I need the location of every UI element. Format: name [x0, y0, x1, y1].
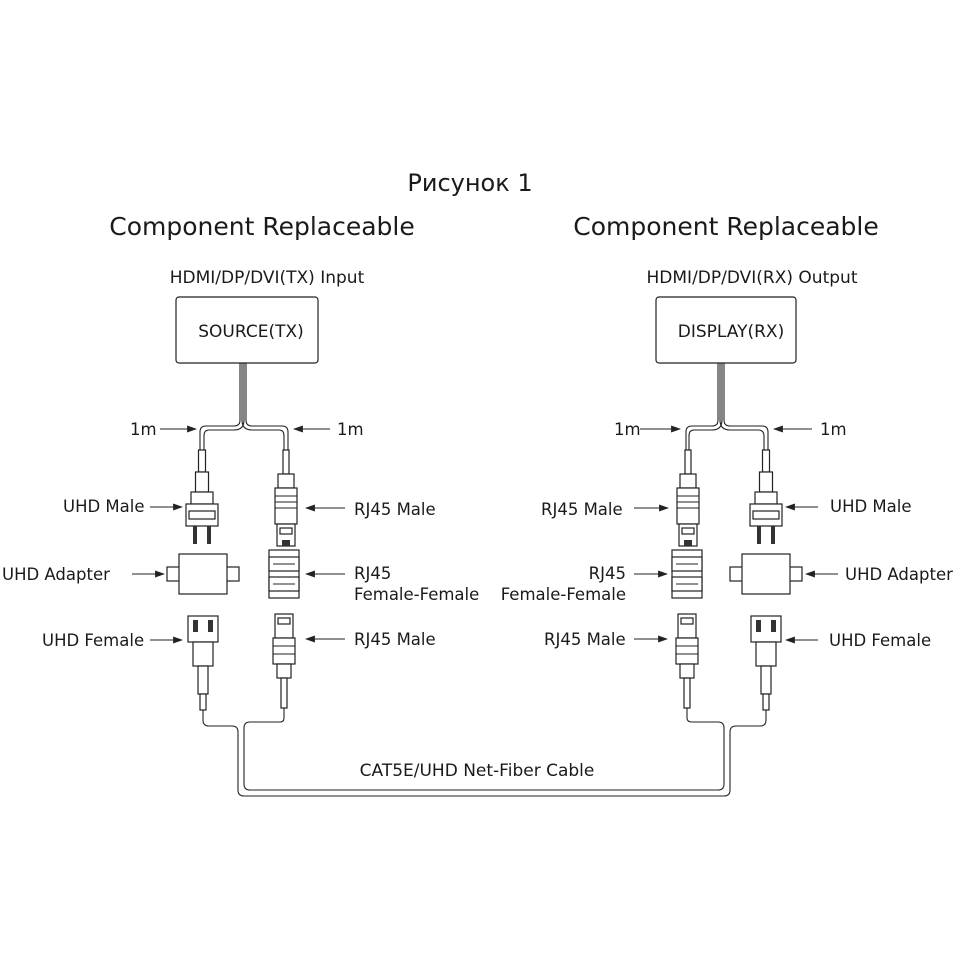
left-rj45-ff-label-line2: Female-Female [354, 585, 479, 604]
display-rx-label: DISPLAY(RX) [678, 322, 784, 342]
left-uhd-male-label: UHD Male [63, 497, 145, 516]
right-uhd-adapter [729, 553, 803, 595]
display-rx-box [655, 296, 797, 364]
right-length-label-b: 1m [820, 420, 847, 439]
cat5e-cable [202, 708, 767, 797]
source-tx-label: SOURCE(TX) [198, 322, 304, 342]
left-rj45-ff-label-line1: RJ45 [354, 564, 391, 583]
left-rj45-male-bottom-connector [272, 613, 296, 709]
source-tx-box [175, 296, 319, 364]
left-uhd-adapter-label: UHD Adapter [2, 565, 110, 584]
left-rj45-male-label: RJ45 Male [354, 500, 436, 519]
right-uhd-female-label: UHD Female [829, 631, 931, 650]
left-uhd-female-label: UHD Female [42, 631, 144, 650]
left-rj45-male-connector [274, 449, 298, 547]
right-uhd-adapter-label: UHD Adapter [845, 565, 953, 584]
left-rj45-male-bottom-label: RJ45 Male [354, 630, 436, 649]
right-uhd-female-connector [750, 615, 782, 711]
right-rj45-ff-label-line2: Female-Female [501, 585, 626, 604]
right-rj45-male-connector [676, 449, 700, 547]
left-rj45-female-female [268, 549, 300, 599]
left-uhd-male-connector [185, 449, 219, 545]
right-uhd-male-connector [749, 449, 783, 545]
right-uhd-male-label: UHD Male [830, 497, 912, 516]
cable-label: CAT5E/UHD Net-Fiber Cable [360, 761, 595, 781]
left-length-label-b: 1m [337, 420, 364, 439]
right-rj45-female-female [671, 549, 703, 599]
right-heading: Component Replaceable [573, 212, 879, 241]
left-heading: Component Replaceable [109, 212, 415, 241]
right-rj45-male-label: RJ45 Male [541, 500, 623, 519]
right-subheading: HDMI/DP/DVI(RX) Output [647, 268, 858, 288]
right-rj45-male-bottom-connector [675, 613, 699, 709]
right-rj45-male-bottom-label: RJ45 Male [544, 630, 626, 649]
right-rj45-ff-label-line1: RJ45 [589, 564, 626, 583]
left-uhd-female-connector [187, 615, 219, 711]
left-uhd-adapter [166, 553, 240, 595]
left-subheading: HDMI/DP/DVI(TX) Input [170, 268, 365, 288]
figure-title: Рисунок 1 [407, 169, 532, 197]
left-length-label-a: 1m [130, 420, 157, 439]
right-length-label-a: 1m [614, 420, 641, 439]
